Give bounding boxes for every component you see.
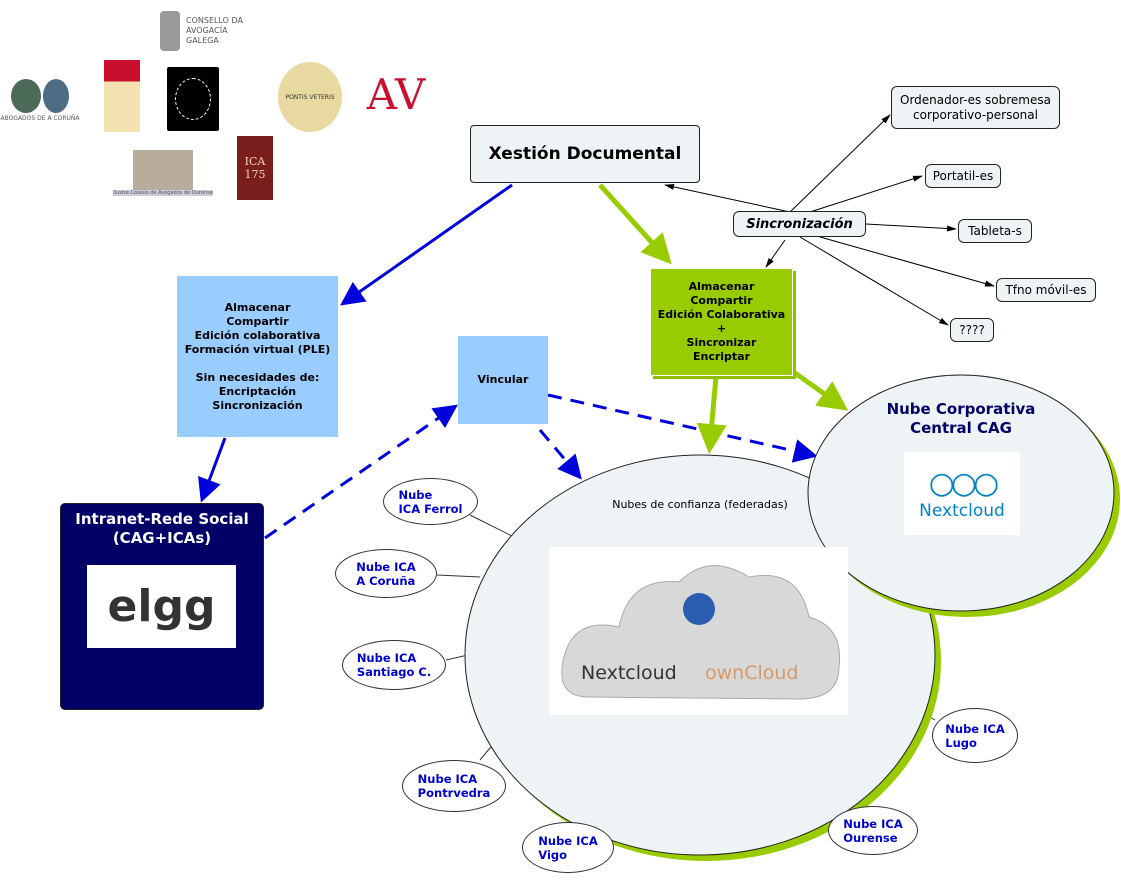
device-other[interactable]: ????: [950, 318, 994, 342]
nextcloud-circles-icon: ○○○: [928, 466, 1000, 501]
node-lugo[interactable]: Nube ICA Lugo: [932, 708, 1018, 763]
device-desktop[interactable]: Ordenador-es sobremesa corporativo-perso…: [891, 86, 1060, 129]
lugo-logo: ICA 175: [237, 136, 273, 200]
intranet-node[interactable]: Intranet-Rede Social (CAG+ICAs) elgg: [60, 503, 264, 710]
consello-logo: CONSELLO DA AVOGACÍA GALEGA: [160, 10, 250, 52]
seal-logo: [167, 67, 219, 131]
pontevedra-logo: PONTIS VETERIS: [278, 62, 342, 132]
sincronizacion-node[interactable]: Sincronización: [733, 211, 866, 237]
central-cloud-title: Nube Corporativa Central CAG: [886, 400, 1036, 437]
dashed-links: [264, 393, 818, 540]
av-logo: AV: [366, 69, 426, 119]
granada-logo: [104, 60, 140, 132]
sync-arrows: [664, 114, 995, 326]
device-laptop[interactable]: Portatil-es: [925, 164, 1001, 188]
node-pontevedra[interactable]: Nube ICA Pontrvedra: [402, 760, 506, 812]
cloud-icon: [561, 565, 841, 700]
ourense-logo: Ilustre Colexio de Avogados de Ourense: [113, 145, 213, 201]
cloud-image: Nextcloud ownCloud: [549, 547, 848, 715]
nextcloud-logo: ○○○ Nextcloud: [904, 452, 1020, 535]
blue-features-box[interactable]: Almacenar Compartir Edición colaborativa…: [177, 276, 338, 437]
device-tablet[interactable]: Tableta-s: [958, 219, 1032, 243]
device-phone[interactable]: Tfno móvil-es: [996, 278, 1096, 302]
node-ourense[interactable]: Nube ICA Ourense: [828, 806, 918, 855]
node-coruna[interactable]: Nube ICA A Coruña: [335, 549, 437, 598]
green-features-box[interactable]: Almacenar Compartir Edición Colaborativa…: [650, 268, 793, 376]
node-santiago[interactable]: Nube ICA Santiago C.: [342, 640, 446, 690]
coruna-logo: ABOGADOS DE A CORUÑA: [0, 70, 80, 130]
node-vigo[interactable]: Nube ICA Vigo: [522, 822, 614, 873]
intranet-title: Intranet-Rede Social (CAG+ICAs): [75, 510, 249, 547]
vincular-box[interactable]: Vincular: [458, 336, 548, 424]
elgg-logo: elgg: [87, 565, 236, 648]
node-ferrol[interactable]: Nube ICA Ferrol: [383, 478, 478, 525]
xestion-documental-node[interactable]: Xestión Documental: [470, 125, 700, 183]
federated-title: Nubes de confianza (federadas): [612, 498, 788, 511]
